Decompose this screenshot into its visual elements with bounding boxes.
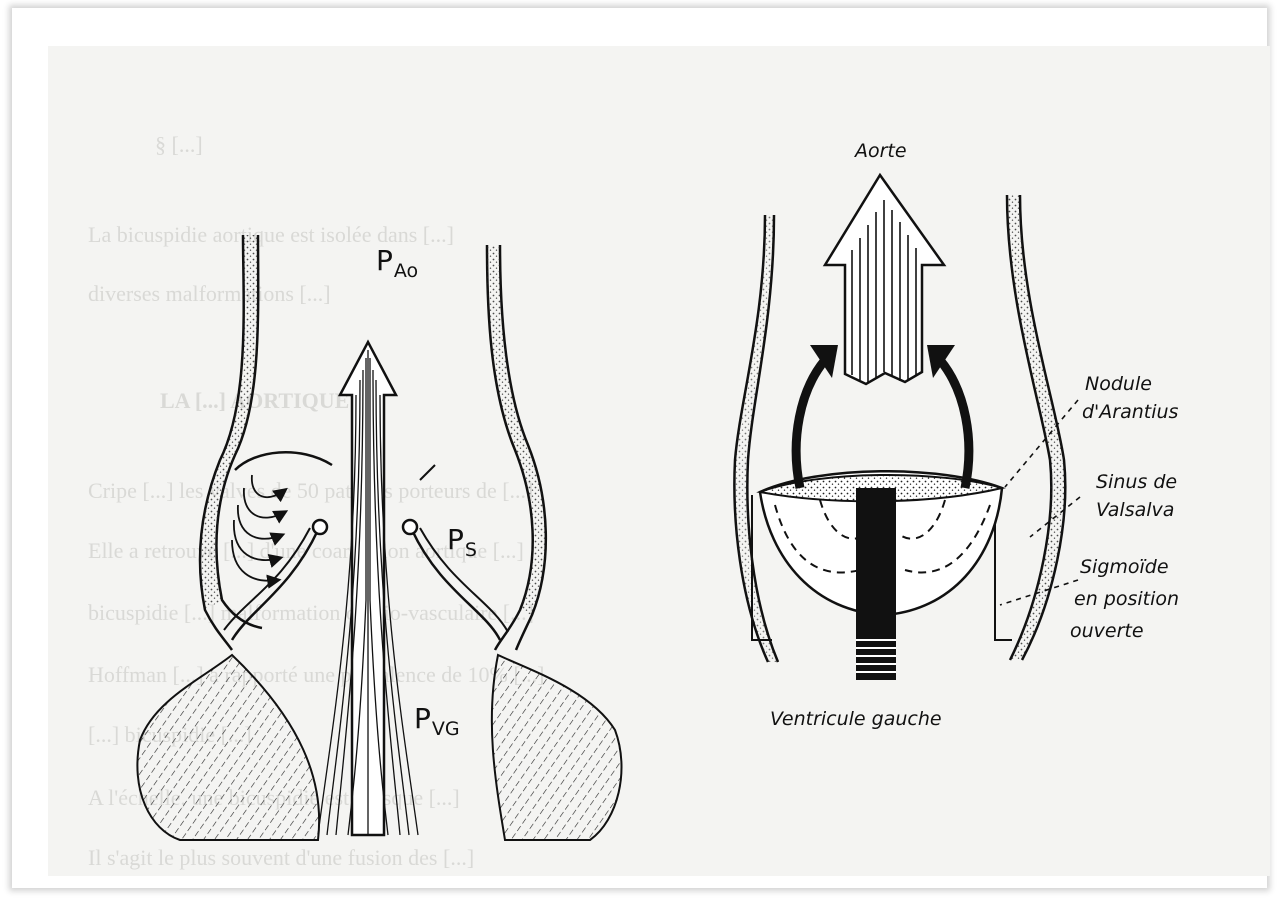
right-valve-diagram [734,175,1080,680]
nodule-label-line2: d'Arantius [1082,401,1178,424]
ventricule-gauche-label: Ventricule gauche [770,708,942,731]
left-ventricle-muscle [137,655,319,840]
sinus-label-line2: Valsalva [1096,499,1174,522]
p-subscript: VG [432,718,460,740]
left-valve-diagram [137,235,621,840]
sigmoide-label-line2: en position [1074,588,1179,611]
sigmoide-label-line1: Sigmoïde [1080,556,1169,579]
right-diagram-left-wall [734,215,778,662]
central-flow-arrow [318,342,418,835]
nodule-label-line1: Nodule [1085,373,1152,396]
right-ventricle-muscle [492,655,622,840]
aorta-outflow-arrow [825,175,944,384]
pressure-sinus-label: PS [447,523,477,561]
aorte-label: Aorte [855,140,907,163]
p-symbol: P [447,523,464,556]
left-aortic-wall [200,235,262,650]
p-subscript: Ao [394,260,418,282]
pressure-ventricle-label: PVG [414,702,460,740]
right-diagram-right-wall [1007,195,1065,660]
sinus-vortex-arrows [232,452,332,580]
p-symbol: P [414,702,431,735]
p-symbol: P [376,244,393,277]
ventricular-jet [856,488,896,680]
sinus-label-line1: Sinus de [1096,471,1177,494]
right-sinus-edge [420,465,435,480]
right-aortic-wall [487,245,546,650]
sigmoide-label-line3: ouverte [1070,620,1144,643]
pressure-aorta-label: PAo [376,244,418,282]
p-subscript: S [465,539,477,561]
